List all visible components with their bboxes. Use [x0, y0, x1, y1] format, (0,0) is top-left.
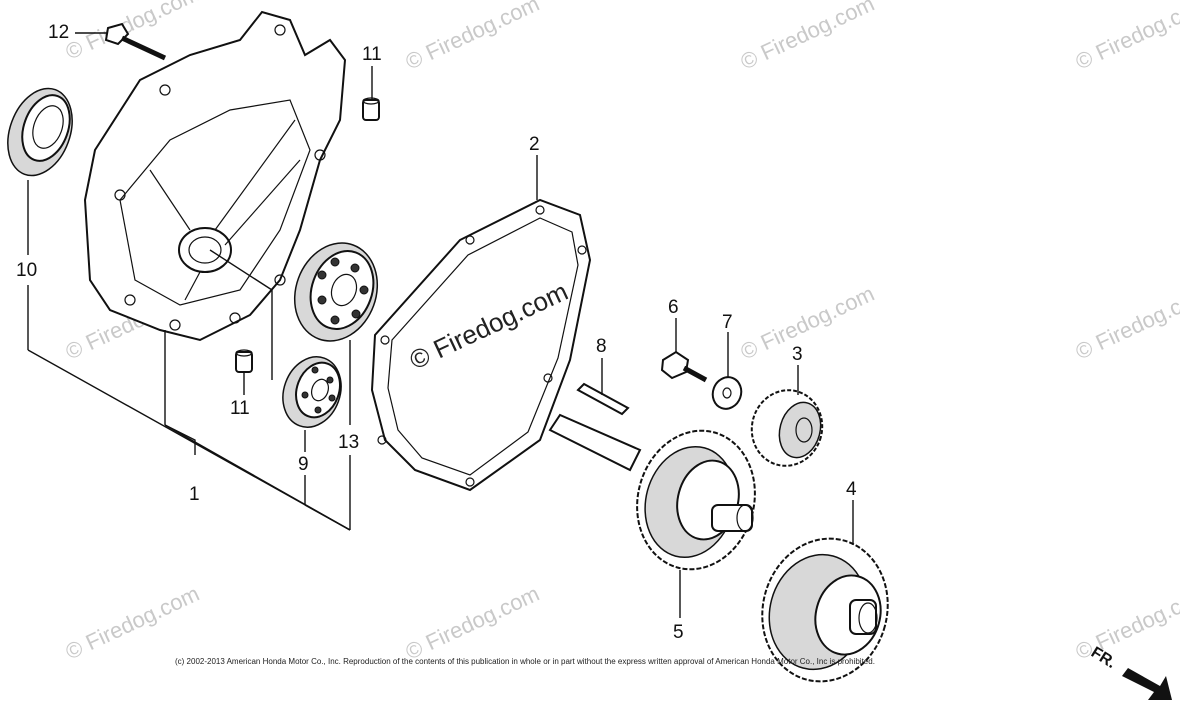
washer-part-7	[711, 376, 743, 410]
callout-2: 2	[529, 134, 540, 155]
callout-8: 8	[596, 336, 607, 357]
callout-11-bottom: 11	[230, 398, 250, 419]
gasket-part-2: © Firedog.com	[370, 198, 592, 492]
watermark: © Firedog.com	[737, 281, 879, 365]
shaft-gear-part-5	[548, 413, 756, 571]
callout-1: 1	[189, 484, 200, 505]
dowel-pin-part-11-top	[362, 97, 380, 121]
small-gear-part-3	[750, 389, 824, 467]
callout-9: 9	[298, 454, 309, 475]
callout-11-top: 11	[362, 44, 382, 65]
watermark: © Firedog.com	[402, 581, 544, 665]
callout-12: 12	[48, 22, 69, 43]
callout-7: 7	[722, 312, 733, 333]
callouts: 12 11 2 10 6 7 8 3 11 13 9 1 4 5	[16, 22, 857, 643]
front-direction-indicator: FR.	[1088, 644, 1172, 700]
transmission-case-part-1	[83, 10, 347, 342]
callout-3: 3	[792, 344, 803, 365]
bolt-part-6	[660, 350, 708, 383]
watermark: © Firedog.com	[1072, 281, 1180, 365]
callout-4: 4	[846, 479, 857, 500]
watermark: © Firedog.com	[62, 581, 204, 665]
oil-seal-part-10	[7, 87, 73, 177]
watermark: © Firedog.com	[1072, 581, 1180, 665]
dowel-pin-part-11-bottom	[235, 349, 253, 373]
bolt-part-12	[104, 22, 167, 61]
watermark: © Firedog.com	[402, 0, 544, 75]
callout-13: 13	[338, 432, 359, 453]
watermark: © Firedog.com	[1072, 0, 1180, 75]
callout-10: 10	[16, 260, 37, 281]
counter-gear-part-4	[761, 537, 889, 683]
watermark: © Firedog.com	[737, 0, 879, 75]
leader-lines	[27, 32, 854, 618]
key-part-8	[576, 382, 630, 416]
copyright-text: (c) 2002-2013 American Honda Motor Co., …	[175, 657, 875, 666]
ball-bearing-part-13	[293, 242, 379, 342]
watermark: © Firedog.com	[62, 0, 204, 65]
callout-6: 6	[668, 297, 679, 318]
callout-5: 5	[673, 622, 684, 643]
front-arrow-icon	[1122, 668, 1172, 700]
ball-bearing-part-9	[282, 356, 342, 428]
